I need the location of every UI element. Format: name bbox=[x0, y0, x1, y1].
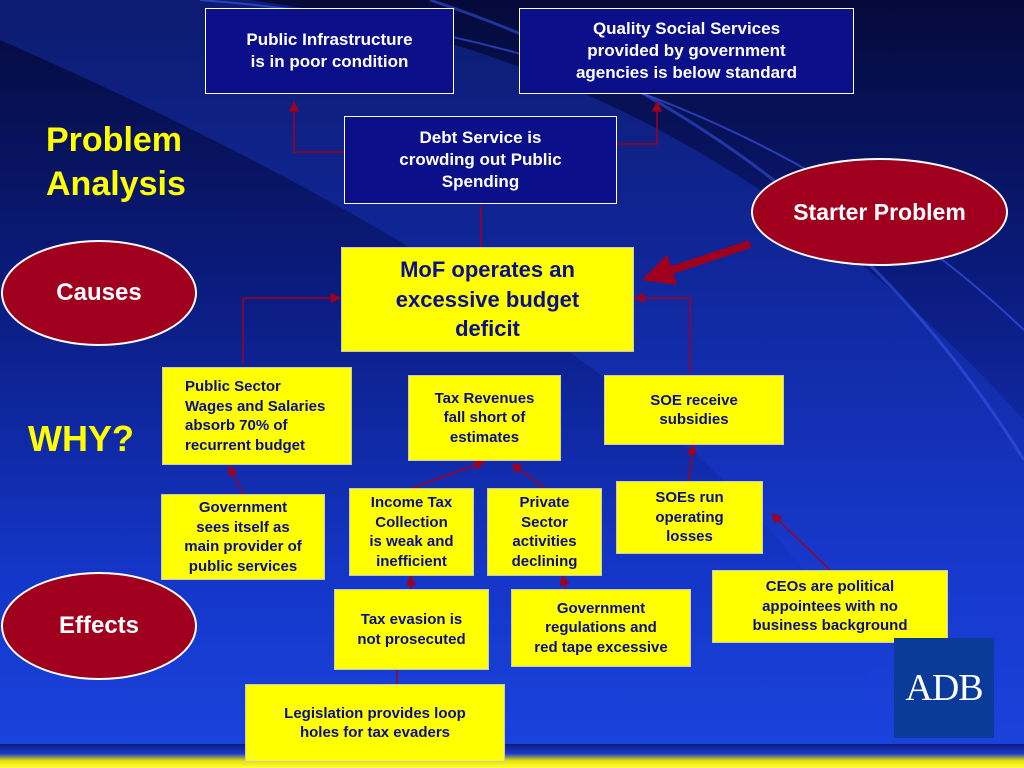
causes-oval: Causes bbox=[1, 240, 197, 346]
why-label: WHY? bbox=[28, 418, 134, 459]
bottom-band bbox=[0, 744, 1024, 768]
effects-oval: Effects bbox=[1, 572, 197, 680]
title-line-2: Analysis bbox=[46, 165, 186, 204]
starter-problem-oval: Starter Problem bbox=[751, 158, 1008, 266]
adb-logo: ADB bbox=[894, 638, 994, 738]
page-title: Problem Analysis bbox=[46, 118, 186, 206]
title-line-1: Problem bbox=[46, 121, 183, 159]
